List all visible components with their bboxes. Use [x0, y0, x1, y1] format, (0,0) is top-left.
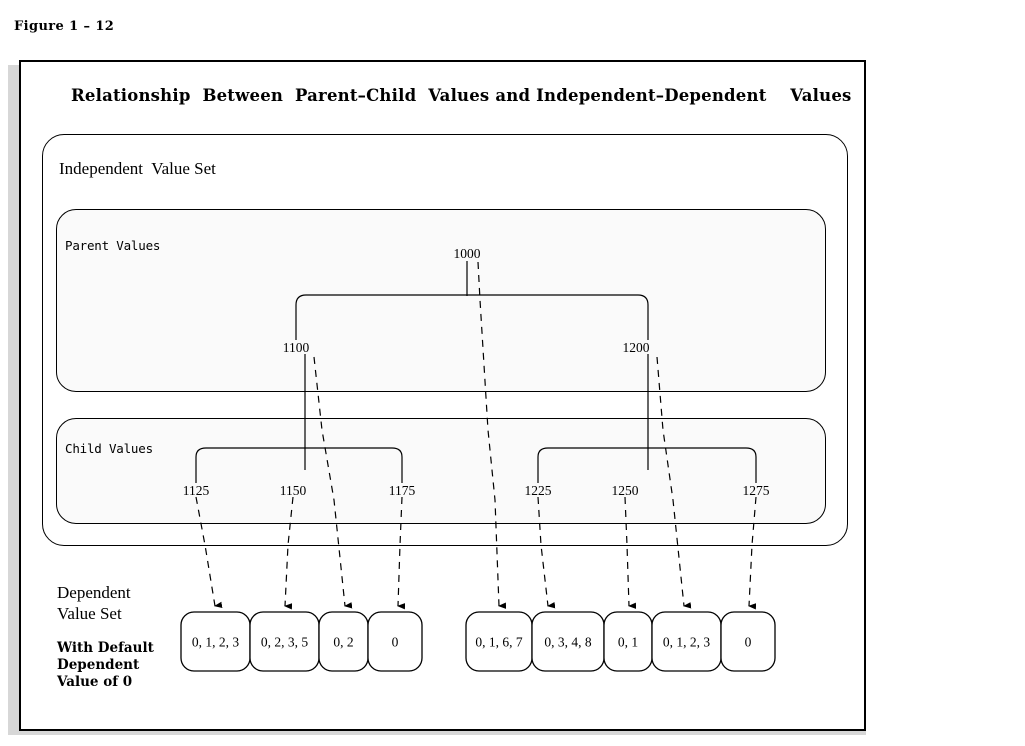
parent-values-panel [56, 209, 826, 392]
dependent-default-note: With Default Dependent Value of 0 [57, 640, 154, 690]
child-values-panel [56, 418, 826, 524]
figure-caption: Figure 1 – 12 [14, 19, 115, 34]
dependent-value-set-label: Dependent Value Set [57, 583, 131, 623]
diagram-title: Relationship Between Parent–Child Values… [71, 86, 852, 105]
child-values-label: Child Values [65, 441, 153, 456]
parent-values-label: Parent Values [65, 238, 161, 253]
diagram-outer-frame: Relationship Between Parent–Child Values… [19, 60, 866, 731]
independent-value-set-label: Independent Value Set [59, 159, 216, 178]
